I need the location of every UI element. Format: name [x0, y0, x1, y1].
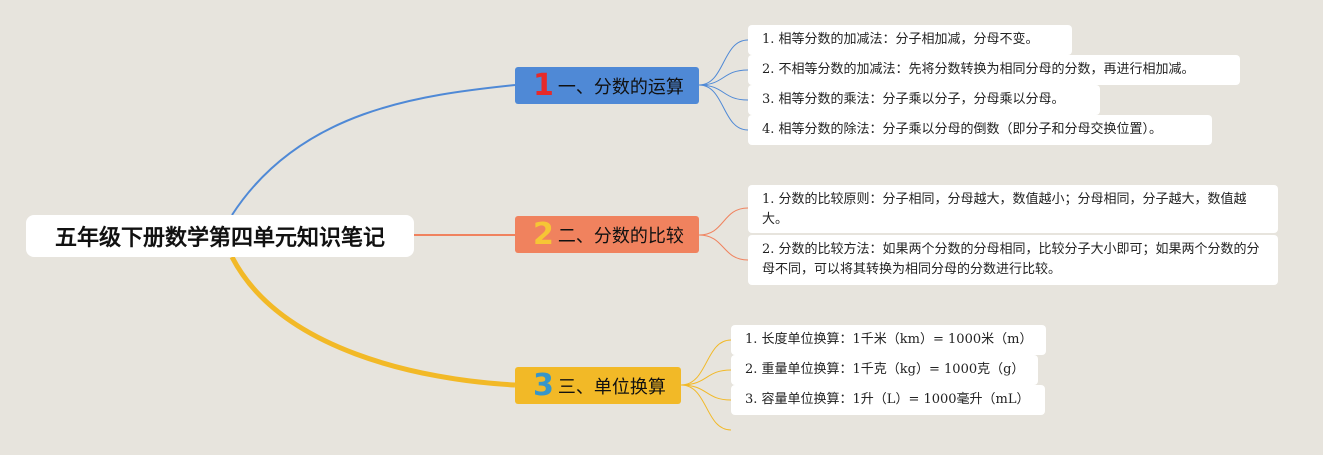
central-topic[interactable]: 五年级下册数学第四单元知识笔记	[26, 215, 414, 257]
branch-number-3: 3	[533, 367, 554, 403]
branch-number-2: 2	[533, 216, 554, 252]
branch-number-1: 1	[533, 67, 554, 103]
branch-label: 一、分数的运算	[557, 76, 684, 98]
leaf-note[interactable]: 1. 长度单位换算：1千米（km）= 1000米（m）	[731, 325, 1046, 355]
connector-branch-3	[229, 255, 516, 388]
leaf-note[interactable]: 2. 重量单位换算：1千克（kg）= 1000克（g）	[731, 355, 1038, 385]
connectors-branch-3-leaves	[680, 339, 732, 431]
leaf-note[interactable]: 1. 相等分数的加减法：分子相加减，分母不变。	[748, 25, 1072, 55]
branch-unit-conversion[interactable]: 3 三、单位换算	[515, 367, 681, 404]
connectors-branch-2-leaves	[698, 207, 749, 261]
branch-fraction-operations[interactable]: 1 一、分数的运算	[515, 67, 699, 104]
branch-fraction-comparison[interactable]: 2 二、分数的比较	[515, 216, 699, 253]
branch-label: 三、单位换算	[557, 376, 666, 398]
leaf-note[interactable]: 2. 不相等分数的加减法：先将分数转换为相同分母的分数，再进行相加减。	[748, 55, 1240, 85]
connector-branch-1	[231, 84, 516, 216]
leaf-note[interactable]: 3. 容量单位换算：1升（L）= 1000毫升（mL）	[731, 385, 1045, 415]
connectors-branch-1-leaves	[698, 39, 749, 131]
leaf-note[interactable]: 4. 相等分数的除法：分子乘以分母的倒数（即分子和分母交换位置）。	[748, 115, 1212, 145]
leaf-note[interactable]: 1. 分数的比较原则：分子相同，分母越大，数值越小；分母相同，分子越大，数值越大…	[748, 185, 1278, 233]
leaf-note[interactable]: 2. 分数的比较方法：如果两个分数的分母相同，比较分子大小即可；如果两个分数的分…	[748, 235, 1278, 285]
branch-label: 二、分数的比较	[557, 225, 684, 247]
leaf-note[interactable]: 3. 相等分数的乘法：分子乘以分子，分母乘以分母。	[748, 85, 1100, 115]
